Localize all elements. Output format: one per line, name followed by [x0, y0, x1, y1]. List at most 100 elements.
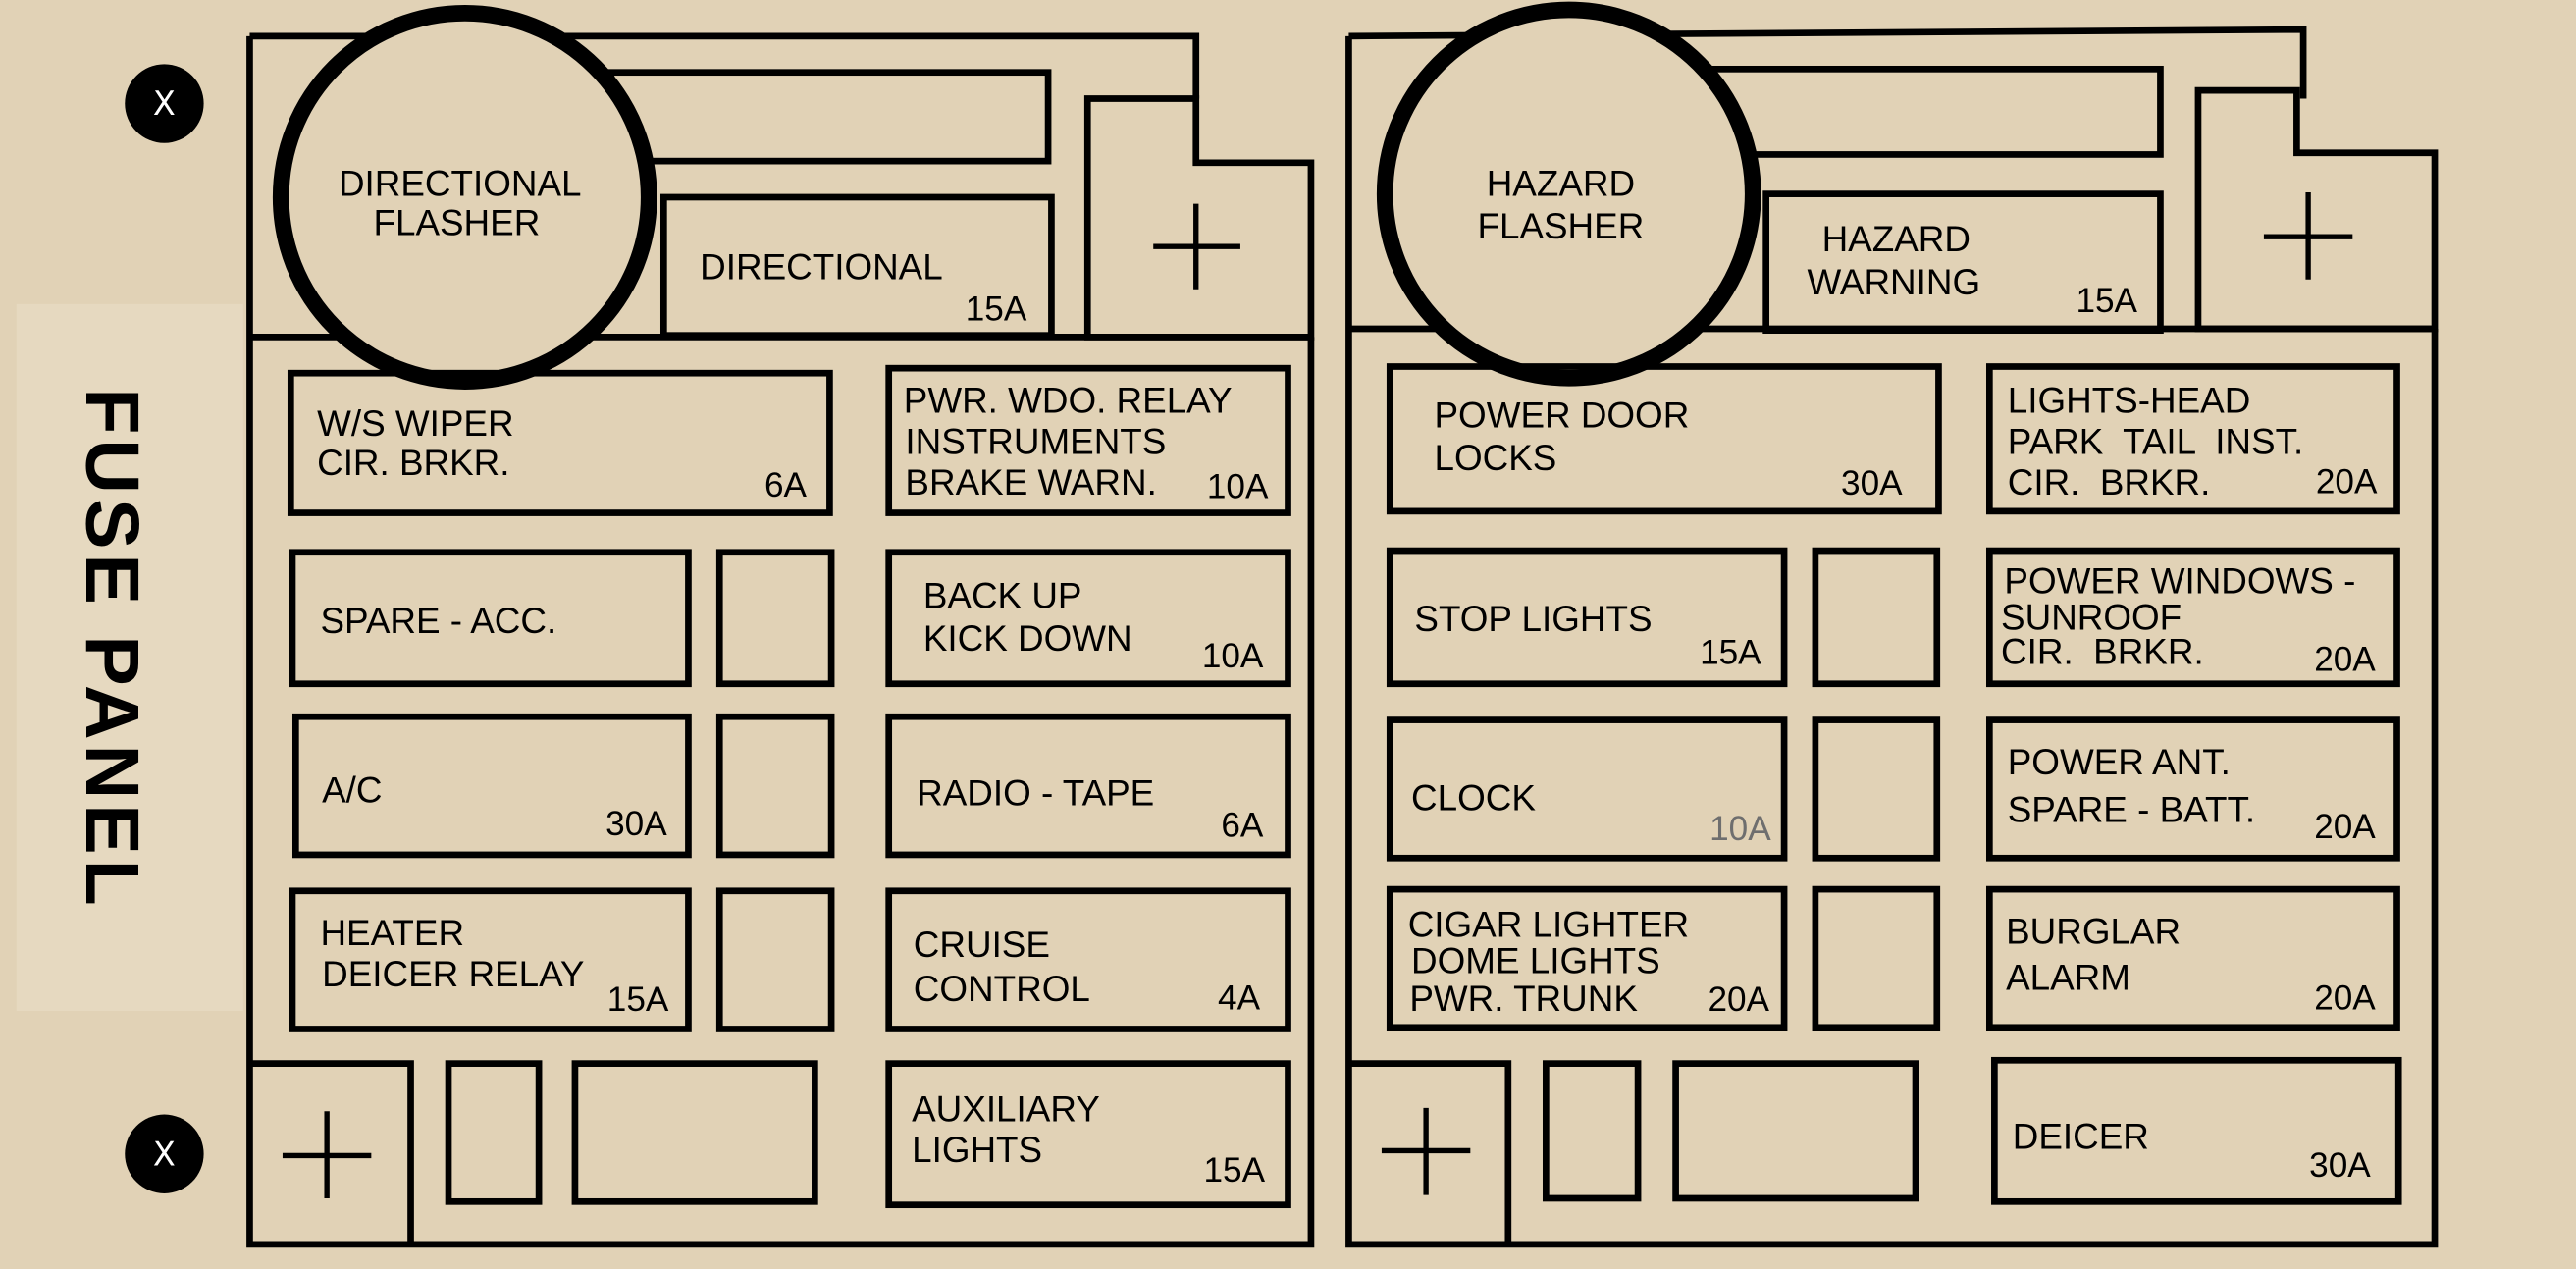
fuse-ac-label-0: A/C: [322, 769, 382, 810]
fuse-pwr-wdo-relay: [885, 364, 1291, 516]
fuse-cruise-amps: 4A: [1218, 978, 1261, 1017]
fuse-cigar-lighter-label-0: CIGAR LIGHTER: [1408, 905, 1689, 945]
fuse-radio-tape-amps: 6A: [1221, 807, 1264, 845]
right-block-outline: [1345, 35, 2439, 1248]
fuse-stop-lights: [1386, 547, 1788, 688]
left-top-slot: [607, 69, 1052, 165]
fuse-heater: [289, 887, 692, 1032]
fuse-power-windows-label-1: SUNROOF: [2001, 597, 2182, 637]
fuse-ac-amps: 30A: [605, 805, 667, 843]
fuse-clock-amps: 10A: [1709, 810, 1771, 848]
fuse-cigar-lighter-label-1: DOME LIGHTS: [1411, 941, 1660, 981]
fuse-hazard-warning-label-0: HAZARD: [1822, 219, 1971, 259]
fuse-directional: [659, 193, 1055, 340]
spare-slot-row5-wide-right: [1672, 1060, 1919, 1202]
fuse-lights-head: [1985, 363, 2400, 515]
fuse-power-door-locks-label-0: POWER DOOR: [1434, 395, 1689, 435]
fuse-pwr-wdo-label-0: PWR. WDO. RELAY: [904, 380, 1233, 420]
directional-flasher: [272, 5, 657, 390]
fuse-stop-lights-amps: 15A: [1700, 634, 1761, 672]
left-fuse-block: DIRECTIONAL 15A DIRECTIONAL FLASHER W/S …: [246, 5, 1315, 1248]
fuse-auxiliary-label-1: LIGHTS: [912, 1130, 1042, 1170]
fuse-burglar-alarm-label-0: BURGLAR: [2006, 911, 2181, 951]
left-block-outline: [246, 35, 1315, 1248]
fuse-cigar-lighter-amps: 20A: [1708, 980, 1769, 1019]
fuse-back-up-label-1: KICK DOWN: [923, 618, 1132, 659]
fuse-auxiliary: [885, 1060, 1291, 1209]
fuse-wiper-amps: 6A: [764, 466, 808, 504]
hazard-flasher: [1376, 1, 1761, 387]
left-ground-socket: [1083, 95, 1315, 341]
screw-mark-top: X: [153, 84, 176, 123]
fuse-power-windows-amps: 20A: [2314, 640, 2376, 678]
spare-slot-row5-small-left: [445, 1060, 543, 1205]
fuse-radio-tape-label-0: RADIO - TAPE: [917, 773, 1154, 814]
fuse-heater-label-1: DEICER RELAY: [322, 954, 584, 994]
fuse-lights-head-label-2: CIR. BRKR.: [2008, 462, 2211, 502]
spare-slot-row4-left: [715, 887, 835, 1032]
right-top-slot: [1705, 65, 2164, 158]
right-ground-socket: [2194, 86, 2439, 333]
fuse-deicer: [1991, 1056, 2402, 1205]
fuse-burglar-alarm: [1985, 885, 2400, 1031]
fuse-wiper-label-0: W/S WIPER: [317, 403, 513, 444]
fuse-power-door-locks-amps: 30A: [1841, 464, 1903, 502]
screw-head-bottom: [125, 1114, 204, 1193]
fuse-clock-label-0: CLOCK: [1411, 778, 1536, 819]
spare-slot-row5-wide-left: [571, 1060, 818, 1205]
spare-slot-row2-left: [715, 549, 835, 688]
fuse-pwr-wdo-amps: 10A: [1207, 467, 1269, 505]
spare-slot-row3-right: [1812, 716, 1941, 862]
mount-screw-top: X: [125, 64, 204, 143]
fuse-cruise-label-0: CRUISE: [914, 925, 1050, 965]
fuse-cigar-lighter-label-2: PWR. TRUNK: [1409, 978, 1638, 1019]
fuse-lights-head-label-0: LIGHTS-HEAD: [2008, 380, 2251, 420]
fuse-heater-amps: 15A: [607, 980, 669, 1019]
panel-title: FUSE PANEL: [70, 388, 154, 910]
fuse-power-windows-label-2: CIR. BRKR.: [2001, 632, 2204, 672]
fuse-back-up-label-0: BACK UP: [923, 576, 1082, 616]
spare-slot-row3-left: [715, 713, 835, 859]
fuse-spare-acc-label-0: SPARE - ACC.: [320, 601, 556, 641]
spare-slot-row5-small-right: [1542, 1060, 1642, 1202]
fuse-power-ant: [1985, 716, 2400, 862]
fuse-burglar-alarm-amps: 20A: [2314, 978, 2376, 1017]
fuse-back-up: [885, 549, 1291, 688]
fuse-heater-label-0: HEATER: [320, 913, 464, 953]
fuse-radio-tape: [885, 713, 1291, 859]
fuse-power-ant-label-0: POWER ANT.: [2008, 742, 2231, 782]
fuse-wiper-breaker: [287, 369, 833, 516]
fuse-hazard-warning: [1762, 190, 2164, 334]
fuse-lights-head-label-1: PARK TAIL INST.: [2008, 421, 2303, 461]
fuse-deicer-label-0: DEICER: [2013, 1117, 2149, 1157]
mount-screw-bottom: X: [125, 1114, 204, 1193]
fuse-directional-label-0: DIRECTIONAL: [700, 247, 943, 288]
fuse-wiper-label-1: CIR. BRKR.: [317, 443, 509, 483]
fuse-cigar-lighter: [1386, 885, 1788, 1031]
screw-head-top: [125, 64, 204, 143]
hazard-flasher-label-1: FLASHER: [1477, 206, 1644, 246]
fuse-power-door-locks: [1386, 363, 1942, 515]
fuse-clock: [1386, 716, 1788, 862]
fuse-pwr-wdo-label-2: BRAKE WARN.: [905, 462, 1156, 502]
fuse-back-up-amps: 10A: [1202, 637, 1264, 675]
right-fuse-block: HAZARD WARNING 15A HAZARD FLASHER POWER …: [1345, 1, 2439, 1248]
fuse-lights-head-amps: 20A: [2316, 462, 2378, 501]
right-bottom-ground-socket: [1348, 1060, 1512, 1244]
fuse-cruise-label-1: CONTROL: [914, 969, 1090, 1009]
title-strip: [16, 303, 243, 1012]
fuse-power-ant-label-1: SPARE - BATT.: [2008, 789, 2255, 829]
fuse-hazard-warning-label-1: WARNING: [1808, 262, 1981, 302]
fuse-auxiliary-amps: 15A: [1204, 1151, 1266, 1190]
fuse-directional-amps: 15A: [966, 291, 1027, 329]
fuse-auxiliary-label-0: AUXILIARY: [912, 1088, 1100, 1129]
fuse-stop-lights-label-0: STOP LIGHTS: [1414, 599, 1652, 639]
screw-mark-bottom: X: [153, 1135, 176, 1173]
fuse-power-windows: [1985, 547, 2400, 688]
left-bottom-ground-socket: [249, 1060, 414, 1244]
fuse-power-door-locks-label-1: LOCKS: [1434, 438, 1556, 478]
fuse-power-windows-label-0: POWER WINDOWS -: [2004, 561, 2355, 602]
directional-flasher-label-1: FLASHER: [373, 202, 540, 242]
